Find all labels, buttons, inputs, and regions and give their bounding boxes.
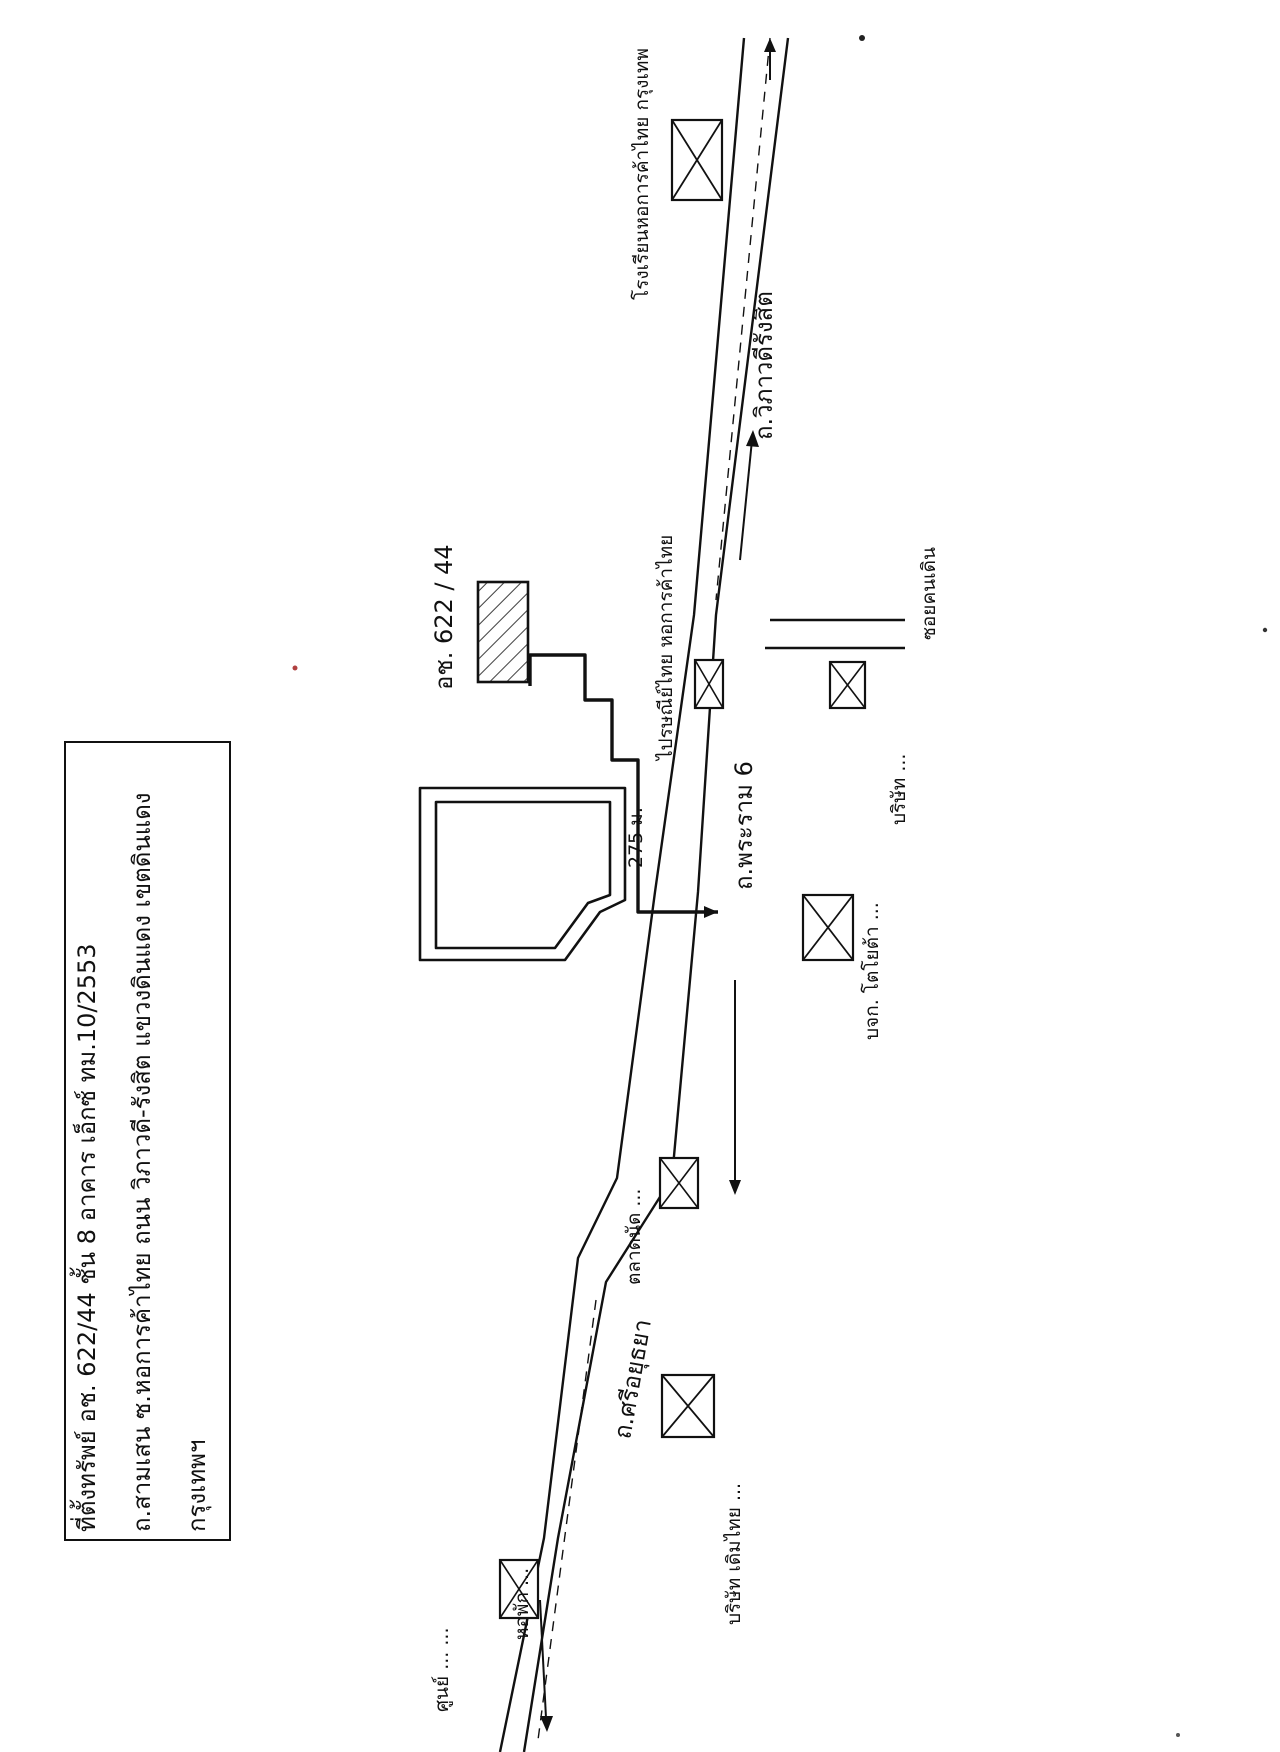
landmark-bottom-left-label: ศูนย์ ... ... (431, 1628, 453, 1713)
landmark-top-right: โรงเรียนหอการค้าไทย กรุงเทพ (630, 48, 724, 300)
arrow-icon (764, 38, 776, 80)
crossed-box-icon (660, 1373, 716, 1439)
address-line-1: ที่ตั้งทรัพย์ อช. 622/44 ชั้น 8 อาคาร เอ… (69, 943, 101, 1532)
landmark-left-upper: ตลาดนัด ... (623, 1156, 700, 1285)
landmark-left-mid-label: บริษัท เดิมไทย ... (723, 1483, 745, 1625)
landmark-left-side-label: หอพัก ... (511, 1568, 533, 1640)
landmark-center-right: บจก. โตโยต้า ... (801, 893, 883, 1040)
address-line-3: กรุงเทพฯ (183, 1440, 212, 1532)
landmark-right-lower-label: บริษัท ... (888, 754, 910, 825)
crossed-box-icon (670, 118, 724, 202)
crossed-box-icon (801, 893, 855, 962)
access-route (528, 653, 718, 918)
landmark-top-right-label: โรงเรียนหอการค้าไทย กรุงเทพ (630, 48, 654, 300)
address-line-2: ถ.สามเสน ซ.หอการค้าไทย ถนน วิภาวดี-รังสิ… (128, 792, 156, 1532)
landmark-near-target: ไปรษณีย์ไทย หอการค้าไทย (655, 535, 725, 762)
crossed-box-icon (828, 660, 867, 710)
target-building-label: อช. 622 / 44 (430, 544, 458, 690)
landmark-left-mid: บริษัท เดิมไทย ... (660, 1373, 745, 1625)
landmark-center-right-label: บจก. โตโยต้า ... (860, 902, 883, 1040)
target-building (476, 580, 530, 684)
distance-label: 275 ม. (625, 807, 647, 868)
building-complex (418, 786, 627, 962)
direction-arrows (539, 38, 776, 1732)
arrow-icon (729, 980, 741, 1195)
arrow-icon (739, 430, 759, 561)
main-road-right-edge (522, 37, 790, 1752)
landmark-right-lower: บริษัท ... (828, 660, 910, 825)
landmark-left-upper-label: ตลาดนัด ... (623, 1189, 645, 1285)
road-label-main: ถ.พระราม 6 (730, 761, 758, 890)
crossed-box-icon (693, 658, 725, 710)
main-road-left-edge (498, 37, 746, 1752)
crossed-box-icon (498, 1558, 540, 1620)
landmark-bottom-left: ศูนย์ ... ... (431, 1558, 540, 1713)
crossed-box-icon (658, 1156, 700, 1210)
landmark-near-target-label: ไปรษณีย์ไทย หอการค้าไทย (655, 535, 677, 762)
address-box: ที่ตั้งทรัพย์ อช. 622/44 ชั้น 8 อาคาร เอ… (64, 741, 231, 1541)
road-label-lower: ถ.ศรีอยุธยา (608, 1317, 658, 1441)
road-label-upper: ถ.วิภาวดีรังสิต (750, 291, 778, 440)
landmark-right-corner: ซอยคนเดิน (918, 547, 940, 640)
landmark-right-corner-label: ซอยคนเดิน (918, 547, 940, 640)
arrow-icon (539, 1599, 553, 1732)
